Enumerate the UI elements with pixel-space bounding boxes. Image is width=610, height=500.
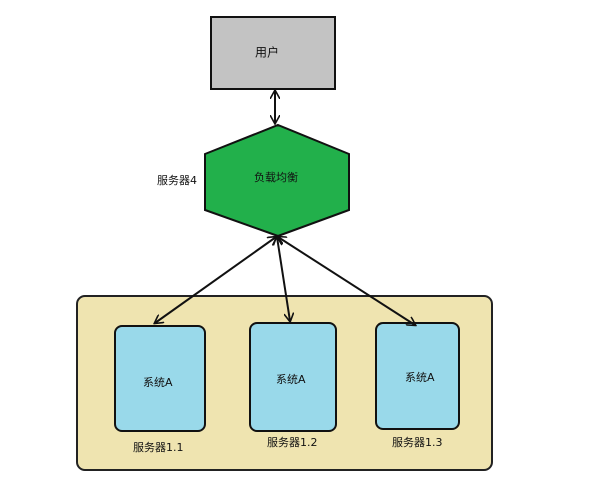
- user-label: 用户: [255, 45, 279, 60]
- load-balancer-label: 负载均衡: [254, 170, 298, 184]
- user-node: 用户: [210, 16, 336, 90]
- server-system-label-1: 系统A: [143, 376, 173, 389]
- server-system-label-2: 系统A: [276, 373, 306, 386]
- server-name-label-1: 服务器1.1: [133, 441, 184, 454]
- server-system-label-3: 系统A: [405, 371, 435, 384]
- lb-server3-arrow: [278, 237, 415, 325]
- server-box-3: [375, 322, 460, 430]
- server-box-1: [114, 325, 206, 432]
- server-node-1: 系统A: [114, 325, 206, 432]
- load-balancer-node: 负载均衡: [204, 123, 350, 238]
- load-balancer-server-label: 服务器4: [157, 174, 197, 187]
- server-node-2: 系统A: [249, 322, 337, 432]
- server-name-label-3: 服务器1.3: [392, 436, 443, 449]
- lb-server1-arrow: [155, 237, 276, 323]
- server-node-3: 系统A: [375, 322, 460, 430]
- user-box: [210, 16, 336, 90]
- server-name-label-2: 服务器1.2: [267, 436, 318, 449]
